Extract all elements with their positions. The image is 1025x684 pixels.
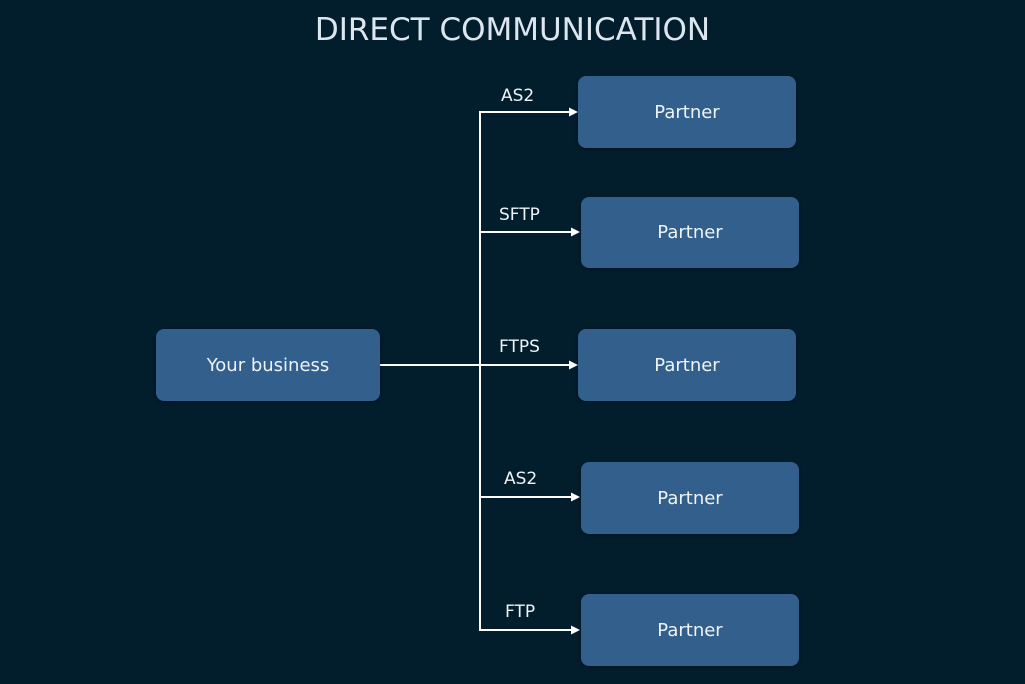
protocol-label-2: SFTP <box>499 205 540 225</box>
your-business-box: Your business <box>156 329 380 401</box>
protocol-label-1: AS2 <box>501 86 535 106</box>
partner-box-3: Partner <box>578 329 796 401</box>
partner-box-5: Partner <box>581 594 799 666</box>
protocol-label-5: FTP <box>505 602 536 622</box>
partner-label: Partner <box>657 487 723 509</box>
branch-arrow-3 <box>479 360 578 370</box>
partner-label: Partner <box>654 354 720 376</box>
protocol-label-3: FTPS <box>499 337 540 357</box>
partner-box-4: Partner <box>581 462 799 534</box>
diagram-title: DIRECT COMMUNICATION <box>314 12 711 48</box>
your-business-label: Your business <box>206 354 330 376</box>
protocol-label-4: AS2 <box>504 469 538 489</box>
branch-arrow-5 <box>479 625 580 635</box>
partner-box-1: Partner <box>578 76 796 148</box>
branch-arrow-1 <box>479 107 578 117</box>
partner-label: Partner <box>657 619 723 641</box>
branch-arrow-4 <box>479 492 580 502</box>
partner-box-2: Partner <box>581 197 799 268</box>
partner-label: Partner <box>654 101 720 123</box>
branch-arrow-2 <box>479 227 580 237</box>
partner-label: Partner <box>657 222 723 243</box>
